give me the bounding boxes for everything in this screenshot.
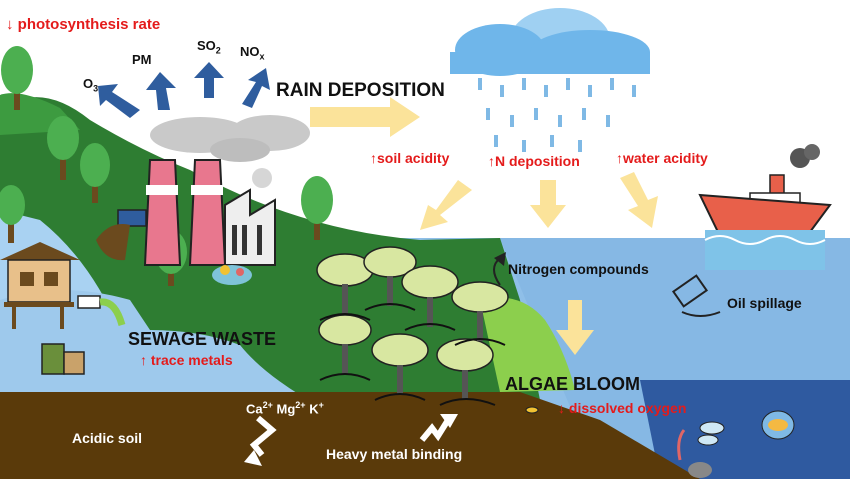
oil-spill-icon <box>671 274 721 317</box>
tree-icon <box>0 46 333 286</box>
oil-barrel-icon <box>41 343 85 375</box>
nox-subscript: x <box>259 51 265 62</box>
house-icon <box>0 242 80 329</box>
acidic-soil-label: Acidic soil <box>72 430 143 446</box>
soil-layer <box>0 392 700 479</box>
binding-arrow <box>419 414 458 442</box>
leaching-arrow <box>244 415 277 466</box>
soil-acidity-label: ↑soil acidity <box>370 150 450 166</box>
so2-label: SO2 <box>197 38 221 56</box>
sewage-waste-title: SEWAGE WASTE <box>128 329 277 349</box>
pipe-icon <box>77 209 147 327</box>
mangrove-icon <box>316 246 509 406</box>
ship-icon <box>698 144 832 270</box>
trace-metals-label: ↑ trace metals <box>140 352 233 368</box>
cloud-icon <box>450 8 650 76</box>
nox-label: NOx <box>240 44 265 62</box>
rain-icon <box>478 78 636 152</box>
ozone-label: O3 <box>83 76 98 94</box>
ozone-text: O <box>83 76 94 91</box>
deposition-arrows <box>310 97 658 355</box>
algae-patch <box>480 297 575 392</box>
potassium-text: K <box>309 401 319 417</box>
nox-text: NO <box>240 44 260 59</box>
trash-icon <box>212 265 252 285</box>
so2-text: SO <box>197 38 216 53</box>
cations-label: Ca2+ Mg2+ K+ <box>246 400 324 416</box>
potassium-charge: + <box>318 400 324 410</box>
water-acidity-label: ↑water acidity <box>616 150 708 166</box>
magnesium-text: Mg <box>276 401 296 417</box>
ozone-subscript: 3 <box>93 83 99 94</box>
rain-deposition-title: RAIN DEPOSITION <box>276 80 445 101</box>
heavy-metal-binding-label: Heavy metal binding <box>326 446 463 462</box>
fish-icon <box>525 406 795 478</box>
pm-label: PM <box>132 52 152 67</box>
so2-subscript: 2 <box>215 45 221 56</box>
calcium-charge: 2+ <box>262 400 273 410</box>
emission-arrows <box>98 62 270 118</box>
factory-icon <box>143 115 310 266</box>
oil-spillage-label: Oil spillage <box>727 295 802 311</box>
nitrogen-compounds-label: Nitrogen compounds <box>508 261 649 277</box>
deep-water <box>640 380 850 479</box>
n-deposition-label: ↑N deposition <box>488 153 580 169</box>
dissolved-oxygen-label: ↓ dissolved oxygen <box>558 400 687 416</box>
algae-bloom-title: ALGAE BLOOM <box>505 374 640 394</box>
magnesium-charge: 2+ <box>295 400 306 410</box>
calcium-text: Ca <box>246 401 263 417</box>
photosynthesis-rate-label: ↓ photosynthesis rate <box>6 16 161 33</box>
